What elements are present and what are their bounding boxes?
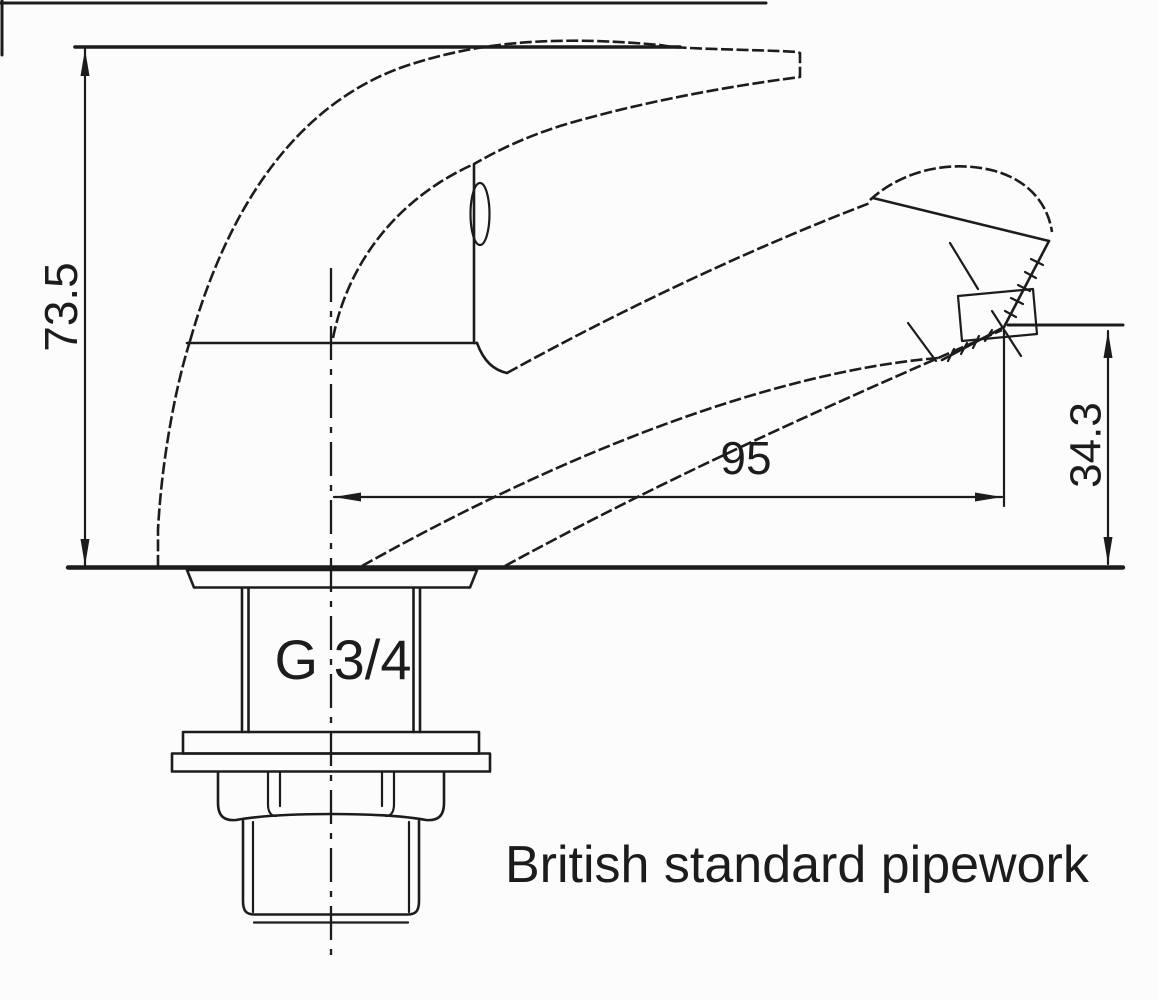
hex-backnut [216, 770, 446, 822]
aerator-axis-tick-lower [990, 309, 1023, 358]
spout-top-edge [506, 201, 871, 375]
outlet-arrow-down [1103, 537, 1113, 564]
reach-arrow-right [975, 492, 1002, 502]
height-arrow-down [80, 539, 90, 566]
aerator-end-face [906, 321, 938, 363]
height-dimension-label: 73.5 [35, 262, 87, 352]
spout-head-cap [869, 165, 1054, 233]
body-neck-curve [475, 341, 509, 375]
aerator-insert [956, 287, 1039, 343]
aerator-axis-tick-upper [948, 241, 980, 291]
aerator-thread-hatch [946, 257, 1045, 363]
annotation-text: British standard pipework [505, 836, 1090, 894]
threaded-tail [241, 819, 421, 924]
spout-inner-edge [504, 328, 1003, 568]
body-dome-arc [331, 162, 475, 339]
handle-lever-outline [188, 39, 802, 342]
aerator-front-edge [1002, 239, 1051, 329]
shank [240, 586, 422, 734]
height-arrow-up [80, 49, 90, 76]
base-plate [185, 568, 479, 589]
spout-head-seam [871, 196, 1051, 243]
body-left-edge [156, 340, 192, 566]
reach-dimension-label: 95 [720, 432, 771, 484]
washer-plate [170, 752, 492, 773]
thread-size-label: G 3/4 [275, 628, 412, 691]
outlet-height-label: 34.3 [1062, 402, 1111, 488]
spout-bottom-edge [361, 356, 939, 568]
handle-index-oval [469, 181, 491, 247]
outlet-arrow-up [1103, 331, 1113, 358]
reach-arrow-left [334, 492, 361, 502]
